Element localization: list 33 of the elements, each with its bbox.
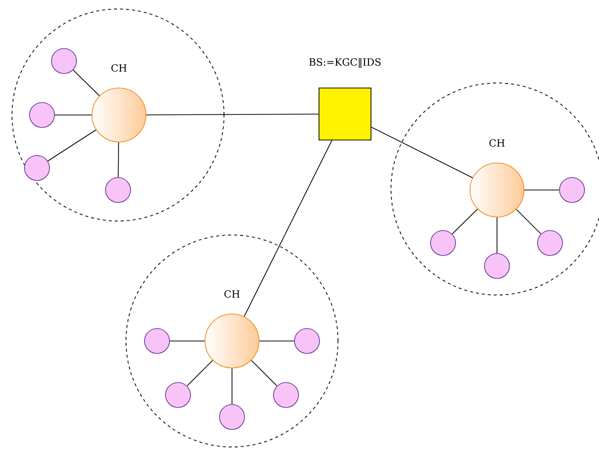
member-node-circle xyxy=(273,382,299,408)
connector-line xyxy=(72,70,100,96)
connector-line xyxy=(54,114,92,116)
connector-line xyxy=(259,340,294,342)
member-node-circle xyxy=(484,253,510,279)
node-label: CH xyxy=(224,290,240,298)
node-label: CH xyxy=(489,139,505,147)
member-node-circle xyxy=(165,382,191,408)
member-node-circle xyxy=(24,155,50,181)
connector-line xyxy=(371,126,473,178)
connector-line xyxy=(170,340,205,342)
member-node-circle xyxy=(537,230,563,256)
node-label: CH xyxy=(111,64,127,72)
cluster-circle xyxy=(126,234,338,448)
connector-line xyxy=(452,208,478,234)
member-node-circle xyxy=(559,177,585,203)
connector-line xyxy=(186,360,214,386)
connector-line xyxy=(516,208,542,234)
connector-line xyxy=(496,217,498,254)
connector-line xyxy=(47,129,96,162)
connector-line xyxy=(118,142,120,178)
member-node-circle xyxy=(105,177,131,203)
connector-line xyxy=(250,360,278,386)
member-node-circle xyxy=(430,230,456,256)
cluster-circle xyxy=(12,8,224,222)
connector-line xyxy=(244,140,332,317)
member-node-circle xyxy=(144,328,170,354)
member-node-circle xyxy=(51,48,77,74)
connector-line xyxy=(146,114,319,116)
member-node-circle xyxy=(294,328,320,354)
member-node-circle xyxy=(29,102,55,128)
member-node-circle xyxy=(219,404,245,430)
node-label: BS:=KGC‖IDS xyxy=(309,58,381,68)
